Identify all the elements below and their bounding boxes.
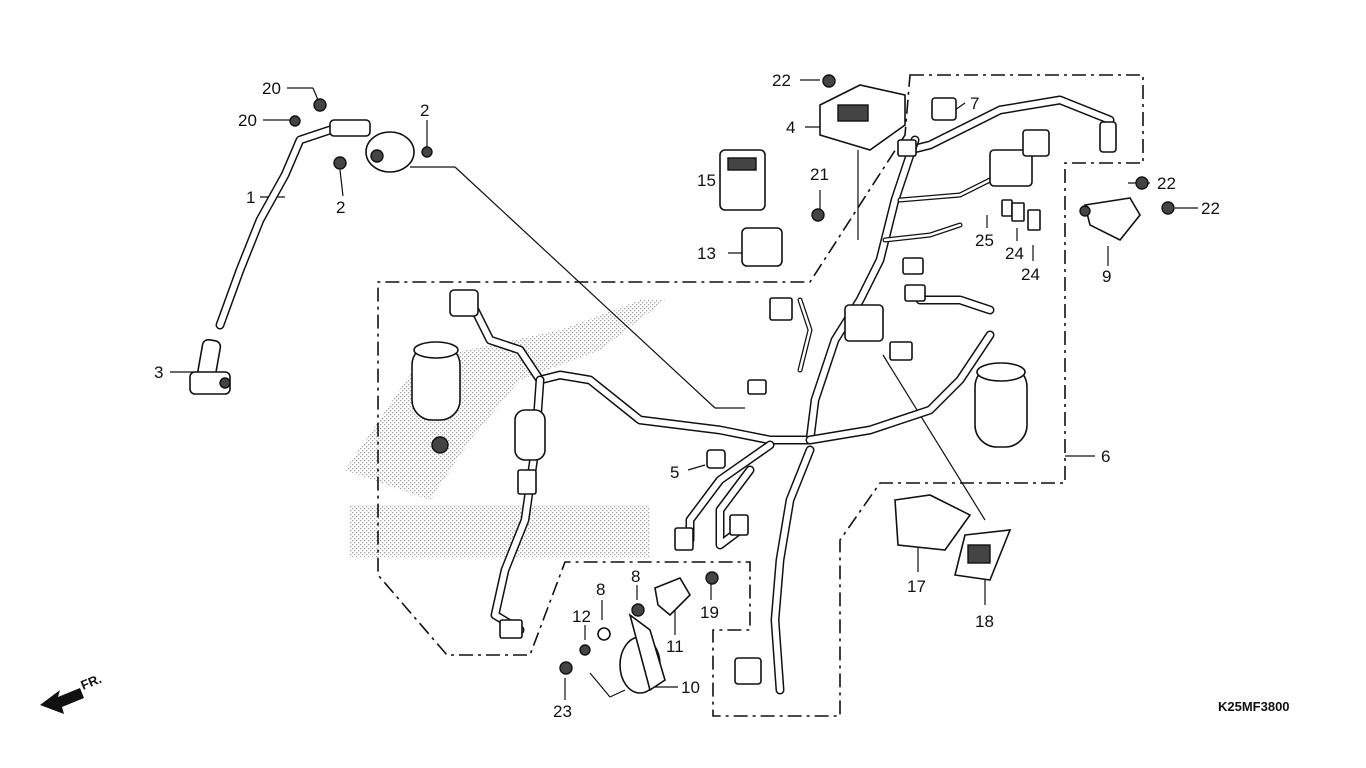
turn-signal-left (411, 289, 546, 461)
callout-15: 15 (697, 171, 716, 190)
callout-17: 17 (907, 577, 926, 596)
callout-19: 19 (700, 603, 719, 622)
callout-22: 22 (1157, 174, 1176, 193)
relays-and-connectors (719, 97, 957, 267)
bolts-top-left (289, 98, 433, 170)
control-unit (894, 494, 972, 551)
watermark (345, 300, 665, 557)
callout-22: 22 (1201, 199, 1220, 218)
callout-2: 2 (336, 198, 345, 217)
connector-block (954, 529, 1012, 581)
fuse-box (819, 74, 906, 151)
callout-8: 8 (596, 580, 605, 599)
callout-9: 9 (1102, 267, 1111, 286)
ignition-coil (215, 119, 415, 330)
callout-22: 22 (772, 71, 791, 90)
diagram-code: K25MF3800 (1218, 699, 1290, 714)
callout-21: 21 (810, 165, 829, 184)
callout-23: 23 (553, 702, 572, 721)
callout-20: 20 (238, 111, 257, 130)
callout-18: 18 (975, 612, 994, 631)
callout-12: 12 (572, 607, 591, 626)
horn (559, 571, 719, 694)
callout-1: 1 (246, 188, 255, 207)
callout-10: 10 (681, 678, 700, 697)
callout-3: 3 (154, 363, 163, 382)
callout-4: 4 (786, 118, 795, 137)
callout-6: 6 (1101, 447, 1110, 466)
callout-8: 8 (631, 567, 640, 586)
callout-24: 24 (1021, 265, 1040, 284)
harness-group-outline (377, 74, 1144, 717)
sensor-bracket (1079, 176, 1175, 242)
callout-2: 2 (420, 101, 429, 120)
front-label: FR. (79, 671, 104, 693)
leader-lines (170, 79, 1198, 700)
callout-13: 13 (697, 244, 716, 263)
callout-7: 7 (970, 94, 979, 113)
callout-11: 11 (666, 637, 684, 656)
group-outlines (377, 74, 1144, 717)
spark-plug-cap (189, 338, 231, 395)
callout-20: 20 (262, 79, 281, 98)
harness-connectors (499, 121, 1117, 685)
front-direction-arrow: FR. (40, 671, 104, 714)
callout-24: 24 (1005, 244, 1024, 263)
callout-25: 25 (975, 231, 994, 250)
callout-labels: 1 2 2 3 4 5 6 7 8 8 9 10 11 12 13 15 17 … (154, 71, 1220, 721)
callout-5: 5 (670, 463, 679, 482)
turn-signal-right (974, 362, 1028, 448)
